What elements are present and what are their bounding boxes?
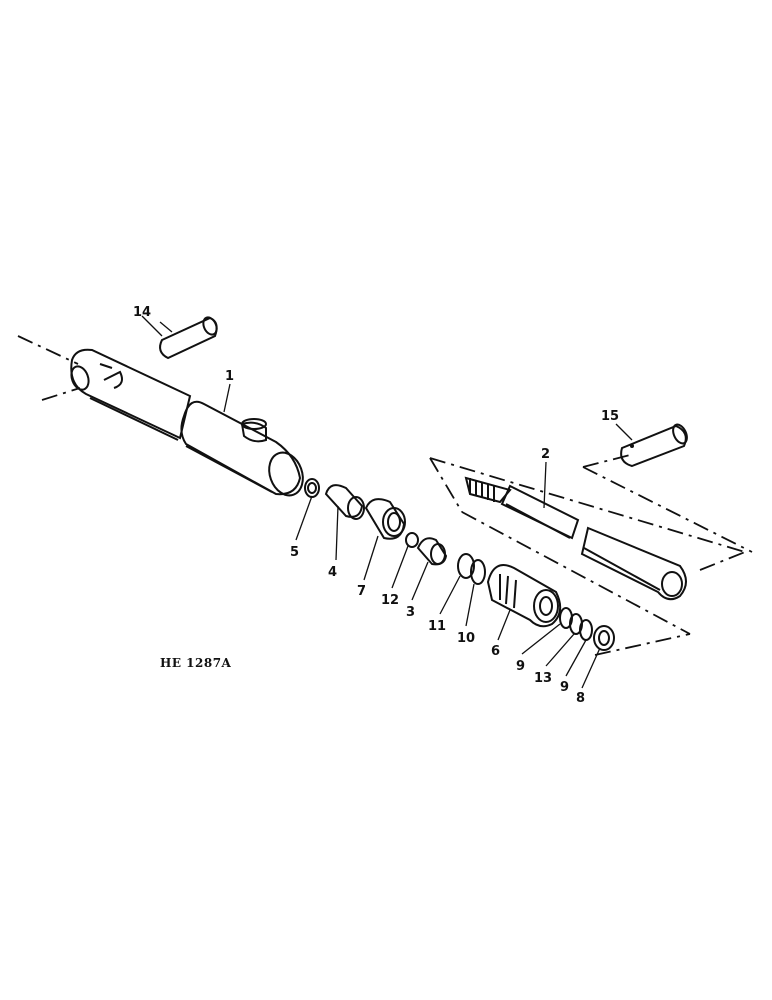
nut-8 xyxy=(593,625,615,651)
callout-2: 2 xyxy=(541,447,550,462)
callout-9a: 9 xyxy=(516,659,525,674)
piston-6 xyxy=(486,564,562,628)
callouts: 14 1 15 2 5 4 7 12 3 11 10 6 9 13 9 8 xyxy=(133,305,619,706)
callout-3: 3 xyxy=(406,605,415,620)
callout-11: 11 xyxy=(428,619,446,634)
callout-1: 1 xyxy=(225,369,234,384)
callout-8: 8 xyxy=(576,691,585,706)
callout-13: 13 xyxy=(534,671,552,686)
callout-9b: 9 xyxy=(560,680,569,695)
drawing-code: HE 1287A xyxy=(160,656,232,670)
backup-ring-11 xyxy=(457,553,475,579)
callout-15: 15 xyxy=(601,409,619,424)
leader-lines xyxy=(141,315,633,689)
cylinder-barrel-1 xyxy=(70,348,304,497)
callout-12: 12 xyxy=(381,593,399,608)
callout-6: 6 xyxy=(491,644,500,659)
callout-14: 14 xyxy=(133,305,151,320)
pin-15 xyxy=(620,423,688,468)
seal-3 xyxy=(416,537,448,566)
o-ring-10 xyxy=(470,559,486,585)
callout-10: 10 xyxy=(457,631,475,646)
callout-5: 5 xyxy=(290,545,299,560)
o-ring-12 xyxy=(405,532,419,548)
callout-7: 7 xyxy=(357,584,366,599)
piston-rod-2 xyxy=(464,476,687,601)
bushing-7 xyxy=(364,498,406,540)
wiper-4 xyxy=(324,484,365,520)
o-ring-5 xyxy=(304,478,320,498)
pin-14 xyxy=(159,316,218,360)
callout-4: 4 xyxy=(328,565,337,580)
